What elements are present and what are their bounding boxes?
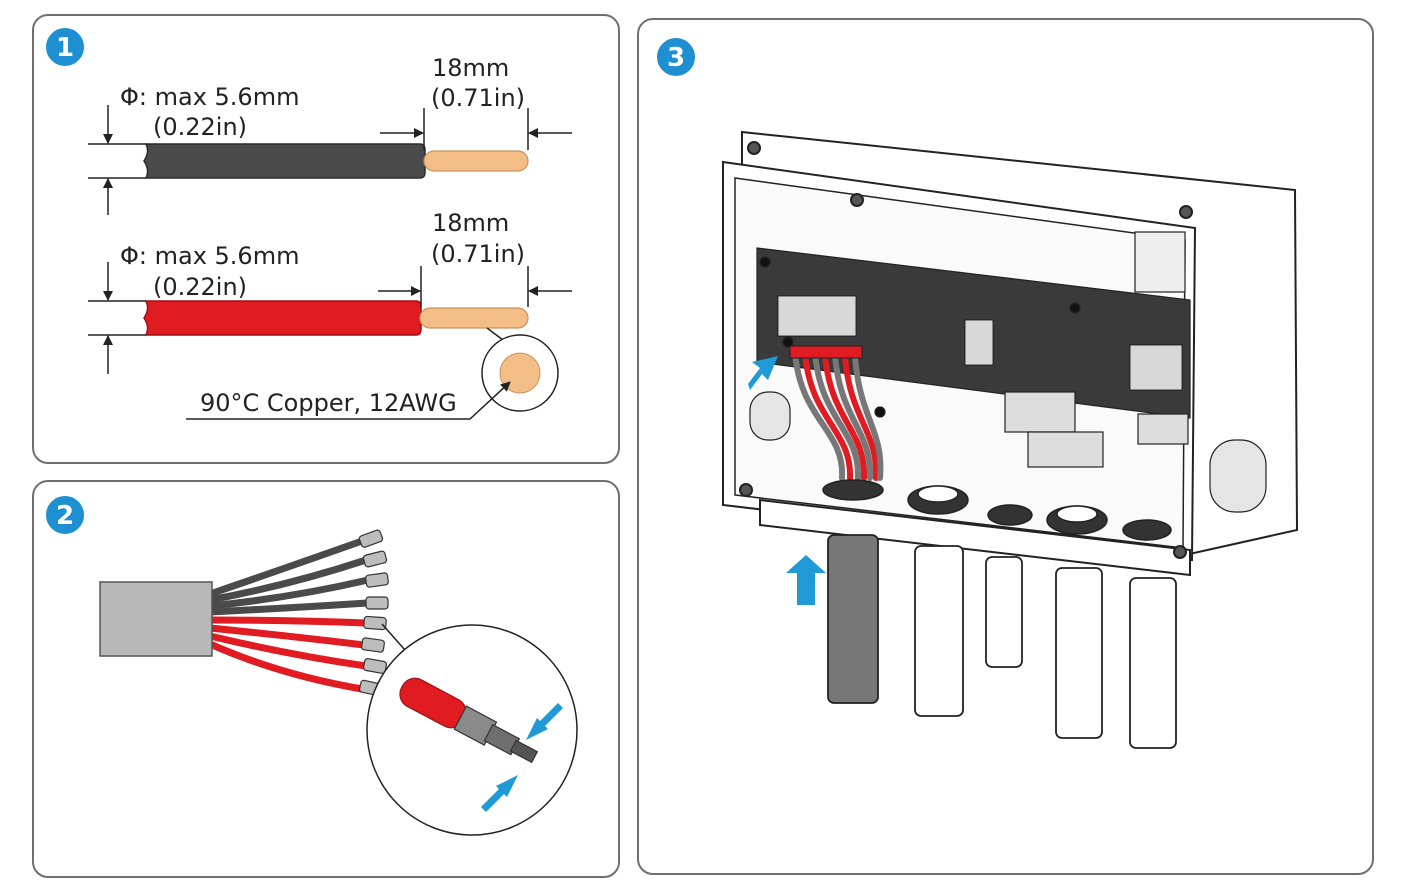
step3-number: 3	[667, 43, 685, 73]
conductor-cross-section	[186, 327, 559, 420]
black-diameter-inch-label: (0.22in)	[153, 113, 247, 141]
step1-number: 1	[56, 33, 74, 63]
wire-harness	[792, 349, 884, 481]
black-strip-inch-label: (0.71in)	[431, 84, 525, 112]
crimp-zoom-callout	[366, 623, 578, 836]
conductor-spec-label: 90°C Copper, 12AWG	[200, 389, 457, 417]
harness-connector	[789, 345, 863, 359]
multi-core-cable	[99, 529, 389, 697]
black-wire	[143, 143, 529, 179]
red-wire	[143, 300, 529, 336]
red-diameter-inch-label: (0.22in)	[153, 273, 247, 301]
insert-arrow-icon	[748, 356, 826, 605]
step2-badge: 2	[44, 494, 86, 536]
step2-number: 2	[56, 501, 74, 531]
red-diameter-label: Φ: max 5.6mm	[120, 242, 299, 270]
conduits	[827, 534, 1177, 749]
red-strip-length-label: 18mm	[432, 209, 509, 237]
black-strip-length-label: 18mm	[432, 54, 509, 82]
black-diameter-label: Φ: max 5.6mm	[120, 83, 299, 111]
internal-board	[749, 231, 1267, 513]
step3-badge: 3	[655, 36, 697, 78]
black-wire-dimensions	[88, 105, 572, 215]
cable-glands	[822, 479, 1172, 541]
crimp-arrow-icon	[481, 703, 563, 812]
red-wire-dimensions	[88, 262, 572, 374]
red-strip-inch-label: (0.71in)	[431, 240, 525, 268]
step1-badge: 1	[44, 26, 86, 68]
